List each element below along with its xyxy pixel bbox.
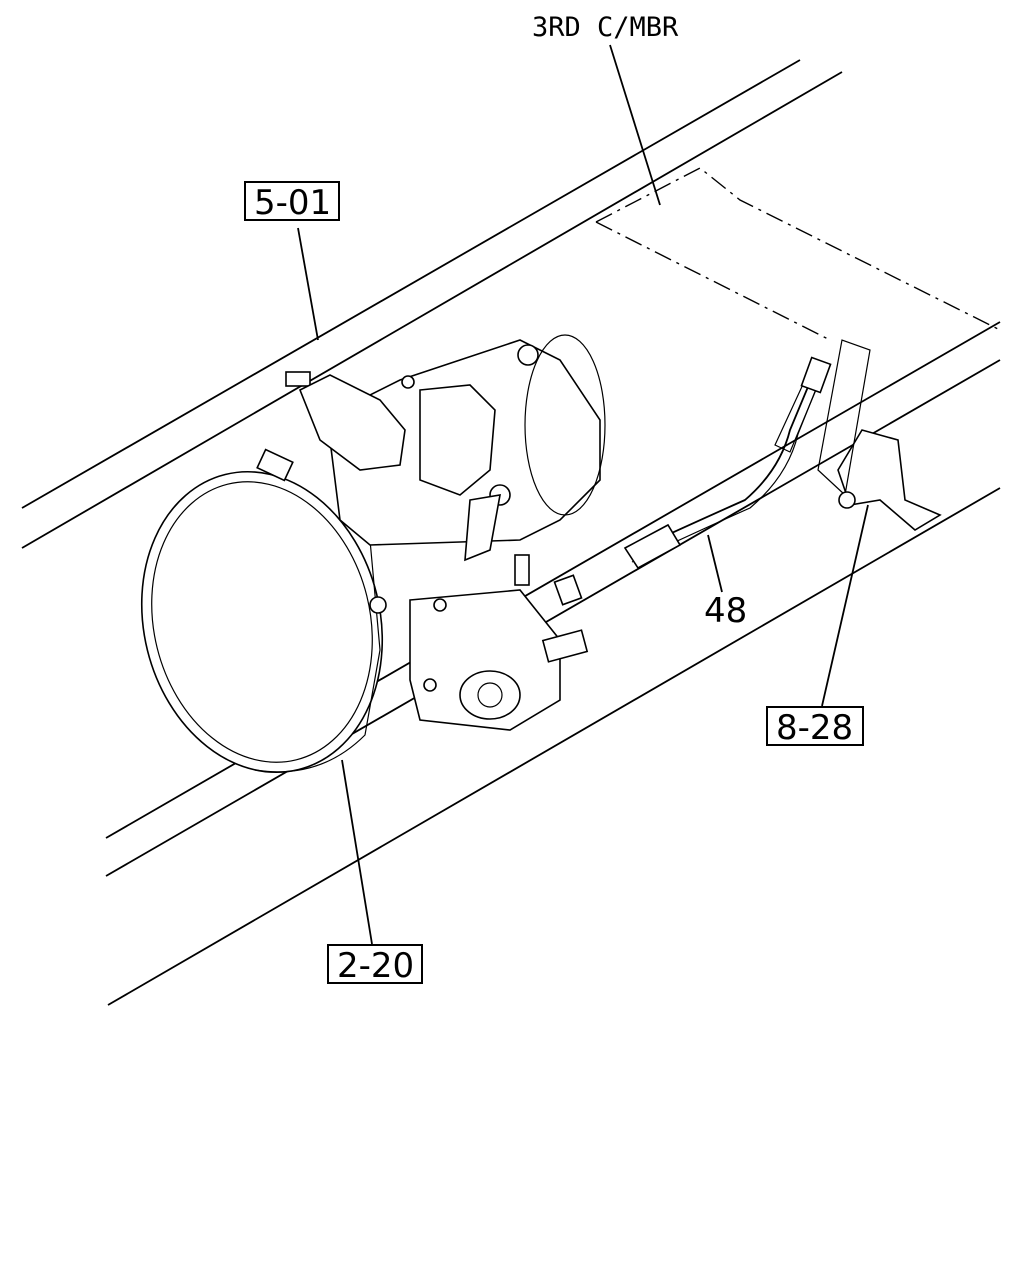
leader-lines xyxy=(297,44,869,945)
callout-5-01-text: 5-01 xyxy=(254,183,331,223)
callout-8-28-text: 8-28 xyxy=(776,708,853,748)
callout-5-01[interactable]: 5-01 xyxy=(244,181,340,223)
cable-assembly xyxy=(623,356,832,570)
frame-member-label: 3RD C/MBR xyxy=(532,12,679,43)
bell-housing xyxy=(140,470,384,774)
callout-8-28[interactable]: 8-28 xyxy=(766,706,864,748)
callout-2-20[interactable]: 2-20 xyxy=(327,944,423,986)
bracket-assembly xyxy=(817,339,942,531)
transmission-body xyxy=(256,334,606,731)
part-number-48: 48 xyxy=(704,591,747,631)
callout-2-20-text: 2-20 xyxy=(337,946,414,986)
